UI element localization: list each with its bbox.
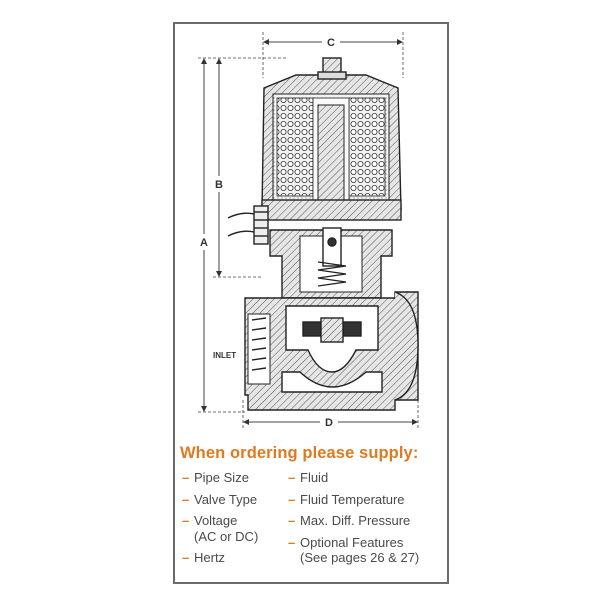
ordering-list-right: – Fluid – Fluid Temperature – Max. Diff.… — [288, 470, 419, 572]
dash-icon: – — [288, 513, 296, 528]
dimension-d-label: D — [325, 417, 333, 429]
item-label: Max. Diff. Pressure — [300, 513, 411, 528]
item-sublabel: (See pages 26 & 27) — [300, 550, 420, 565]
dash-icon: – — [288, 470, 296, 485]
dash-icon: – — [288, 534, 296, 550]
dimension-a: A — [198, 57, 245, 413]
dash-icon: – — [182, 513, 190, 528]
dimension-a-label: A — [200, 237, 208, 249]
solenoid-housing — [261, 57, 402, 221]
dimension-d: D — [242, 380, 419, 430]
inlet-label: INLET — [213, 351, 236, 360]
list-item: – Pipe Size — [182, 470, 258, 486]
ordering-heading: When ordering please supply: — [180, 444, 419, 462]
item-label: Pipe Size — [194, 470, 249, 485]
dimension-b-label: B — [215, 179, 223, 191]
dash-icon: – — [182, 550, 190, 565]
bonnet — [269, 227, 393, 299]
list-item: – Voltage (AC or DC) — [182, 513, 258, 544]
dimension-b: B — [213, 57, 286, 278]
dash-icon: – — [182, 470, 190, 485]
list-item: – Max. Diff. Pressure — [288, 513, 419, 529]
dash-icon: – — [288, 491, 296, 507]
item-label: Valve Type — [194, 491, 258, 507]
lead-wires — [227, 205, 269, 245]
item-sublabel: (AC or DC) — [194, 528, 259, 544]
dimension-c: C — [262, 32, 404, 78]
ordering-list-left: – Pipe Size – Valve Type – Voltage (AC o… — [182, 470, 258, 572]
list-item: – Valve Type — [182, 492, 258, 508]
list-item: – Hertz — [182, 550, 258, 566]
list-item: – Optional Features (See pages 26 & 27) — [288, 535, 419, 566]
list-item: – Fluid — [288, 470, 419, 486]
item-label: Voltage — [194, 513, 238, 528]
item-label: Fluid — [300, 470, 329, 485]
valve-body — [244, 291, 419, 411]
dash-icon: – — [182, 491, 190, 507]
item-label: Hertz — [194, 550, 226, 565]
item-label: Fluid Temperature — [300, 491, 405, 507]
list-item: – Fluid Temperature — [288, 492, 419, 508]
dimension-c-label: C — [327, 37, 335, 49]
item-label: Optional Features — [300, 534, 404, 550]
